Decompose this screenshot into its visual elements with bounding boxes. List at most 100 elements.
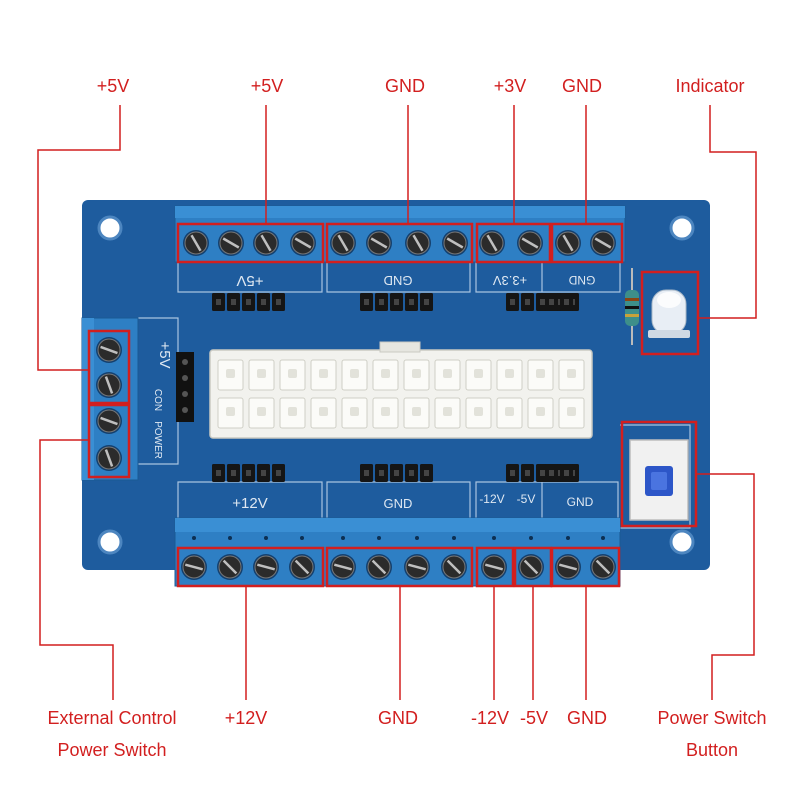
slotted-screw-icon (96, 372, 122, 398)
atx-pin-hole (319, 369, 328, 378)
atx-pin-hole (288, 407, 297, 416)
slotted-screw-icon (253, 554, 279, 580)
callout-left-line-1: External Control (47, 708, 177, 728)
atx-pin-hole (505, 369, 514, 378)
terminal-dot (192, 536, 196, 540)
slotted-screw-icon (253, 230, 279, 256)
silk-bottom-label-4: -5V (517, 492, 536, 506)
atx-pin-hole (319, 407, 328, 416)
terminal-dot (415, 536, 419, 540)
pin-header-strip (360, 464, 433, 482)
slotted-screw-icon (366, 554, 392, 580)
slotted-screw-icon (96, 445, 122, 471)
slotted-screw-icon (217, 554, 243, 580)
terminal-dot (566, 536, 570, 540)
mounting-hole-icon (669, 529, 695, 555)
callout-external-control-power-switch: External Control Power Switch (47, 702, 176, 766)
pin-headers (212, 293, 579, 482)
atx-pin-hole (257, 369, 266, 378)
slotted-screw-icon (441, 554, 467, 580)
atx-pin-hole (350, 369, 359, 378)
slotted-screw-icon (555, 230, 581, 256)
atx-pin-hole (443, 369, 452, 378)
slotted-screw-icon (590, 554, 616, 580)
atx-pin-hole (226, 407, 235, 416)
silk-left-label-3: POWER (152, 421, 163, 459)
slotted-screw-icon (481, 554, 507, 580)
callout-bottom-gnd: GND (378, 708, 418, 728)
bottom-terminal-block (174, 517, 621, 587)
terminal-dot (529, 536, 533, 540)
callout-right-line-2: Button (685, 740, 739, 760)
slotted-screw-icon (290, 230, 316, 256)
atx-pin-hole (505, 407, 514, 416)
silkscreen-labels: +5V GND +3.3V GND +12V GND -12V -5V GND … (152, 272, 595, 512)
pin-header-strip (545, 464, 573, 482)
callout-bottom-minus5v: -5V (519, 708, 549, 728)
top-terminal-block (174, 205, 626, 263)
callout-bottom-plus12v: +12V (224, 708, 268, 728)
callout-right-line-1: Power Switch (657, 708, 767, 728)
callout-top-gnd-right: GND (562, 76, 602, 96)
atx-pin-hole (288, 369, 297, 378)
terminal-dot (601, 536, 605, 540)
left-screws (96, 337, 122, 471)
bottom-screws (181, 536, 616, 580)
atx-pin-hole (536, 407, 545, 416)
callout-power-switch-button: Power Switch Button (657, 702, 766, 766)
silk-bottom-label-3: -12V (479, 492, 504, 506)
terminal-dot (377, 536, 381, 540)
callout-left-line-2: Power Switch (57, 740, 167, 760)
atx-pin-hole (381, 369, 390, 378)
terminal-dot (452, 536, 456, 540)
atx-pin-hole (412, 369, 421, 378)
slotted-screw-icon (330, 554, 356, 580)
mounting-hole-icon (669, 215, 695, 241)
callout-bottom-minus12v: -12V (470, 708, 510, 728)
silk-top-label-4: GND (568, 273, 595, 287)
slotted-screw-icon (96, 337, 122, 363)
terminal-dot (264, 536, 268, 540)
atx-pin-hole (412, 407, 421, 416)
callout-top-gnd: GND (385, 76, 425, 96)
slotted-screw-icon (218, 230, 244, 256)
slotted-screw-icon (517, 230, 543, 256)
atx-pin-hole (474, 407, 483, 416)
atx-pin-hole (381, 407, 390, 416)
silk-bottom-label-1: +12V (232, 495, 267, 512)
top-screws (183, 230, 616, 256)
slotted-screw-icon (518, 554, 544, 580)
slotted-screw-icon (183, 230, 209, 256)
silk-bottom-label-5: GND (567, 495, 594, 509)
slotted-screw-icon (366, 230, 392, 256)
atx-pin-hole (226, 369, 235, 378)
silk-top-label-2: GND (384, 273, 413, 288)
slotted-screw-icon (479, 230, 505, 256)
atx-pin-hole (350, 407, 359, 416)
slotted-screw-icon (442, 230, 468, 256)
terminal-dot (228, 536, 232, 540)
terminal-dot (341, 536, 345, 540)
atx-pin-hole (443, 407, 452, 416)
atx-pin-hole (257, 407, 266, 416)
led-icon (648, 289, 690, 338)
silk-left-label-1: +5V (156, 341, 173, 368)
pin-header-strip (545, 293, 573, 311)
side-pin-header (176, 352, 194, 422)
atx-24pin-connector (209, 341, 593, 439)
mounting-hole-icon (97, 529, 123, 555)
slotted-screw-icon (330, 230, 356, 256)
slotted-screw-icon (555, 554, 581, 580)
silk-bottom-label-2: GND (384, 496, 413, 511)
callout-top-plus3v: +3V (493, 76, 527, 96)
slotted-screw-icon (404, 554, 430, 580)
slotted-screw-icon (96, 408, 122, 434)
slotted-screw-icon (590, 230, 616, 256)
callout-top-plus5v-left: +5V (96, 76, 130, 96)
callout-indicator: Indicator (675, 76, 745, 96)
terminal-dot (300, 536, 304, 540)
atx-pin-hole (474, 369, 483, 378)
callout-top-plus5v: +5V (250, 76, 284, 96)
